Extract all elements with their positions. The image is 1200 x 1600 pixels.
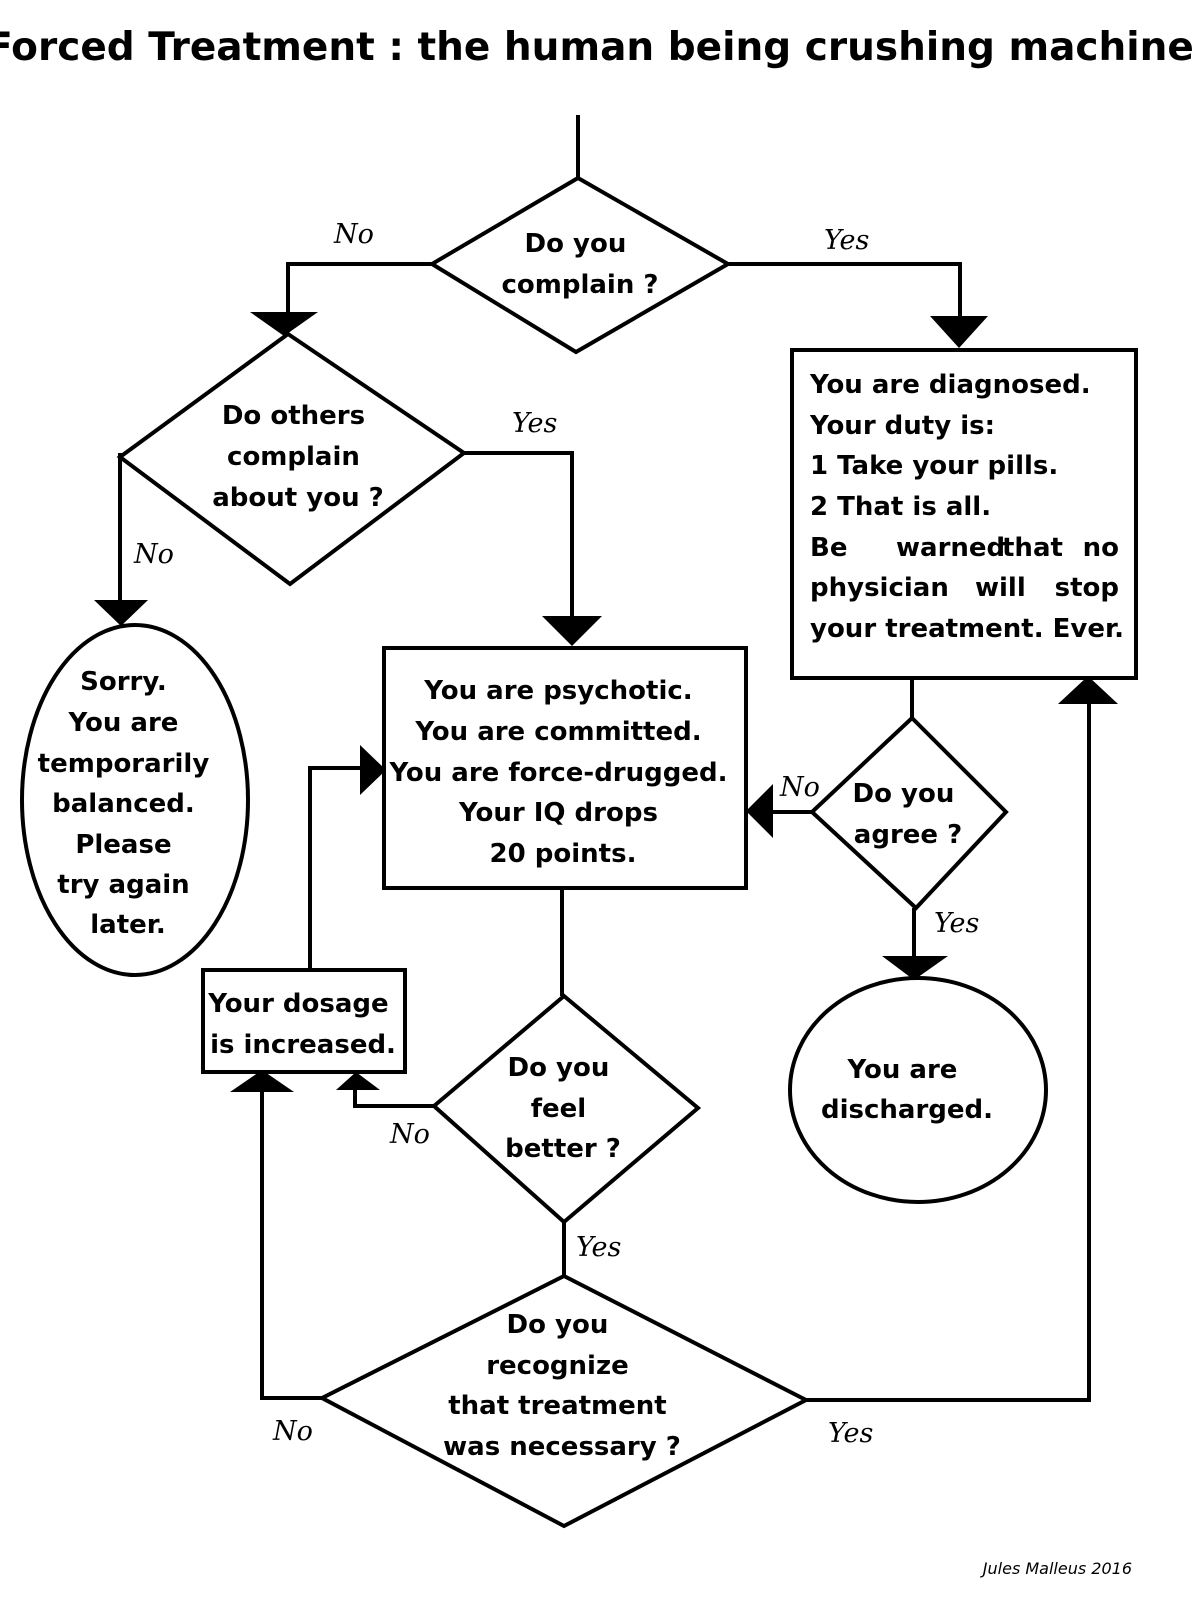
diagnosed-line: 1 Take your pills. bbox=[810, 451, 1058, 481]
sorry-line: You are bbox=[68, 708, 179, 738]
recognize-no-line bbox=[260, 1092, 322, 1400]
page-title: Forced Treatment : the human being crush… bbox=[0, 25, 1194, 70]
warning-word: that bbox=[1002, 533, 1063, 563]
warning-word: will bbox=[975, 573, 1026, 603]
arrowheads bbox=[94, 312, 1118, 1092]
better-line: feel bbox=[531, 1094, 587, 1124]
agree-decision-text: Do you agree ? bbox=[853, 779, 964, 850]
diagnosed-box-text: You are diagnosed. Your duty is: 1 Take … bbox=[809, 370, 1100, 522]
better-decision bbox=[430, 993, 702, 1225]
warning-word: physician bbox=[810, 573, 949, 603]
recognize-decision bbox=[317, 1273, 811, 1529]
arrow-down-to-sorry bbox=[94, 600, 148, 626]
arrow-down-to-discharged bbox=[882, 956, 948, 980]
psychotic-line: You are psychotic. bbox=[423, 676, 692, 706]
edge-label-recognize-no: No bbox=[272, 1416, 313, 1447]
complain-yes-line bbox=[728, 262, 962, 320]
others-line: about you ? bbox=[212, 483, 383, 513]
sorry-line: balanced. bbox=[52, 789, 195, 819]
discharged-terminal-text: You are discharged. bbox=[821, 1055, 993, 1125]
others-decision bbox=[116, 331, 468, 587]
edge-label-agree-yes: Yes bbox=[934, 908, 979, 939]
diagnosed-warning: Be warned that no physician will stop yo… bbox=[810, 533, 1124, 644]
dosage-box bbox=[201, 968, 407, 1074]
complain-no-line bbox=[286, 262, 432, 320]
dosage-to-psychotic-line bbox=[308, 766, 360, 970]
psychotic-box-text: You are psychotic. You are committed. Yo… bbox=[388, 676, 736, 869]
dosage-line: is increased. bbox=[210, 1030, 396, 1060]
arrow-down-to-psychotic bbox=[542, 616, 602, 646]
warning-word: Be bbox=[810, 533, 847, 563]
diagnosed-line: 2 That is all. bbox=[810, 492, 991, 522]
recognize-line: was necessary ? bbox=[443, 1432, 681, 1462]
recognize-line: that treatment bbox=[448, 1391, 667, 1421]
psychotic-line: 20 points. bbox=[490, 839, 637, 869]
arrow-down-to-others bbox=[250, 312, 318, 336]
sorry-line: try again bbox=[57, 870, 189, 900]
others-yes-line bbox=[462, 451, 574, 618]
sorry-line: temporarily bbox=[38, 749, 210, 779]
recognize-decision-text: Do you recognize that treatment was nece… bbox=[443, 1310, 681, 1462]
psychotic-line: You are committed. bbox=[414, 717, 701, 747]
sorry-terminal bbox=[20, 623, 250, 977]
diagnosed-line: You are diagnosed. bbox=[809, 370, 1091, 400]
dosage-box-text: Your dosage is increased. bbox=[207, 989, 398, 1060]
arrow-left-to-psychotic bbox=[746, 784, 773, 838]
warning-word: no bbox=[1083, 533, 1119, 563]
diagnosed-box bbox=[790, 348, 1138, 680]
dosage-line: Your dosage bbox=[207, 989, 388, 1019]
edge-label-recognize-yes: Yes bbox=[828, 1418, 873, 1449]
warning-word: your treatment. Ever. bbox=[810, 614, 1124, 644]
discharged-line: You are bbox=[847, 1055, 958, 1085]
warning-word: warned bbox=[896, 533, 1005, 563]
better-line: Do you bbox=[508, 1053, 610, 1083]
complain-decision-text: Do you complain ? bbox=[502, 229, 659, 300]
warning-word: stop bbox=[1055, 573, 1119, 603]
agree-line: Do you bbox=[853, 779, 955, 809]
diagnosed-line: Your duty is: bbox=[809, 411, 995, 441]
arrow-up-to-dosage-left bbox=[230, 1070, 294, 1092]
connectors bbox=[118, 115, 1091, 1402]
complain-line: Do you bbox=[525, 229, 627, 259]
better-no-line bbox=[353, 1086, 434, 1108]
better-decision-text: Do you feel better ? bbox=[505, 1053, 621, 1164]
agree-line: agree ? bbox=[854, 820, 962, 850]
others-line: Do others bbox=[222, 401, 365, 431]
edge-label-complain-no: No bbox=[333, 219, 374, 250]
sorry-line: Sorry. bbox=[80, 667, 167, 697]
edge-label-complain-yes: Yes bbox=[824, 225, 869, 256]
edge-label-better-yes: Yes bbox=[576, 1232, 621, 1263]
sorry-line: later. bbox=[90, 910, 166, 940]
others-decision-text: Do others complain about you ? bbox=[212, 401, 383, 513]
others-line: complain bbox=[227, 442, 360, 472]
complain-decision bbox=[428, 175, 733, 355]
psychotic-box bbox=[382, 646, 748, 890]
edge-label-others-yes: Yes bbox=[512, 408, 557, 439]
better-line: better ? bbox=[505, 1134, 621, 1164]
sorry-terminal-text: Sorry. You are temporarily balanced. Ple… bbox=[38, 667, 219, 940]
agree-decision bbox=[809, 715, 1009, 911]
discharged-terminal bbox=[788, 976, 1048, 1204]
arrow-right-to-psychotic bbox=[360, 745, 386, 795]
psychotic-line: You are force-drugged. bbox=[388, 758, 727, 788]
recognize-yes-line bbox=[806, 702, 1091, 1402]
arrow-up-to-diagnosed bbox=[1058, 676, 1118, 704]
recognize-line: recognize bbox=[486, 1351, 629, 1381]
edge-label-others-no: No bbox=[133, 539, 174, 570]
recognize-line: Do you bbox=[507, 1310, 609, 1340]
arrow-up-to-dosage-right bbox=[336, 1072, 380, 1090]
discharged-line: discharged. bbox=[821, 1095, 993, 1125]
psychotic-line: Your IQ drops bbox=[458, 798, 658, 828]
author-credit: Jules Malleus 2016 bbox=[980, 1559, 1132, 1578]
edge-label-better-no: No bbox=[389, 1119, 430, 1150]
arrow-down-to-diagnosed bbox=[930, 316, 988, 348]
complain-line: complain ? bbox=[502, 270, 659, 300]
sorry-line: Please bbox=[75, 830, 171, 860]
edge-label-agree-no: No bbox=[779, 772, 820, 803]
